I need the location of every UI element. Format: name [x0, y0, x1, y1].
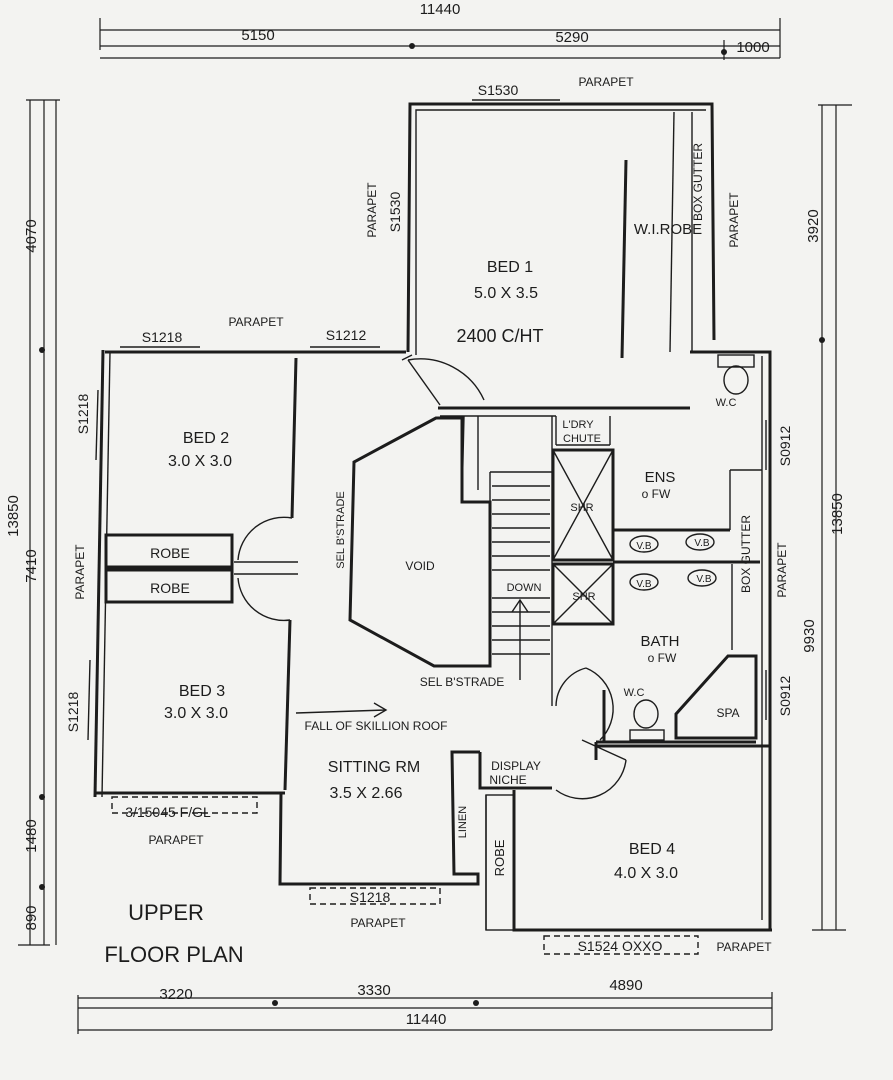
robe-label-1: ROBE	[150, 545, 190, 561]
parapet-label-1: PARAPET	[578, 75, 634, 89]
bed4-name: BED 4	[629, 841, 675, 858]
spa-label: SPA	[716, 706, 739, 720]
window-s1218-top: S1218	[142, 329, 183, 345]
ensuite-floor: o FW	[642, 487, 671, 501]
robe-label-3: ROBE	[492, 839, 507, 876]
left-dimension-3: 1480	[23, 819, 40, 852]
right-dimension-1: 3920	[805, 209, 822, 242]
vanity-label-1: V.B	[636, 541, 652, 552]
laundry-chute-label-2: CHUTE	[563, 433, 601, 445]
top-total-dimension: 11440	[420, 1, 461, 18]
bed2-name: BED 2	[183, 430, 229, 447]
shower-label-1: SHR	[570, 502, 593, 514]
left-dimension-1: 4070	[23, 219, 40, 252]
box-gutter-label-2: BOX GUTTER	[739, 515, 753, 593]
stair-treads	[492, 485, 550, 655]
stair-down-label: DOWN	[507, 582, 542, 594]
parapet-label-6: PARAPET	[775, 542, 789, 598]
plan-title: UPPER FLOOR PLAN	[104, 900, 243, 967]
sitting-room-name: SITTING RM	[328, 759, 420, 776]
shower-label-2: SHR	[572, 591, 595, 603]
box-gutter-label-1: BOX GUTTER	[691, 143, 705, 221]
roof-fall-label: FALL OF SKILLION ROOF	[305, 719, 448, 733]
parapet-label-3: PARAPET	[727, 192, 741, 248]
window-s1530-top: S1530	[478, 82, 519, 98]
bed4-size: 4.0 X 3.0	[614, 865, 678, 882]
wc-label-bath: W.C	[624, 687, 645, 699]
bottom-dimension-2: 3330	[357, 982, 390, 999]
top-dimension-2: 5290	[555, 29, 588, 46]
parapet-label-5: PARAPET	[73, 544, 87, 600]
parapet-label-8: PARAPET	[350, 916, 406, 930]
bed2-size: 3.0 X 3.0	[168, 453, 232, 470]
laundry-chute-label-1: L'DRY	[562, 419, 594, 431]
window-s0912-ensuite: S0912	[777, 426, 793, 467]
bath-floor: o FW	[648, 651, 677, 665]
right-total-dimension: 13850	[829, 493, 846, 535]
bath-name: BATH	[641, 633, 680, 650]
window-codes: S1530 S1530 S1218 S1212 S1218 S1218 S091…	[65, 82, 793, 954]
balustrade-label-1: SEL B'STRADE	[335, 491, 347, 569]
bottom-total-dimension: 11440	[406, 1011, 447, 1028]
vanity-label-4: V.B	[696, 574, 712, 585]
parapet-label-2: PARAPET	[365, 182, 379, 238]
walk-in-robe-label: W.I.ROBE	[634, 221, 702, 238]
bed3-size: 3.0 X 3.0	[164, 705, 228, 722]
bed3-name: BED 3	[179, 683, 225, 700]
window-s1218-left-lower: S1218	[65, 692, 81, 733]
sitting-room-size: 3.5 X 2.66	[330, 785, 403, 802]
wc-label-ensuite: W.C	[716, 397, 737, 409]
top-dimension-1: 5150	[241, 27, 274, 44]
linen-label: LINEN	[457, 806, 469, 838]
void-label: VOID	[405, 559, 435, 573]
right-dimension-2: 9930	[801, 619, 818, 652]
window-s1524: S1524 OXXO	[578, 938, 663, 954]
bottom-dimension-1: 3220	[159, 986, 192, 1003]
balustrade-label-2: SEL B'STRADE	[420, 675, 505, 689]
walls	[93, 102, 772, 932]
left-total-dimension: 13850	[5, 495, 22, 537]
window-symbols	[87, 99, 767, 955]
bed1-size: 5.0 X 3.5	[474, 285, 538, 302]
parapet-label-9: PARAPET	[716, 940, 772, 954]
dimension-lines	[18, 18, 852, 1034]
window-s1212: S1212	[326, 327, 367, 343]
bed1-name: BED 1	[487, 259, 533, 276]
ensuite-name: ENS	[645, 469, 676, 486]
title-line-1: UPPER	[128, 900, 204, 925]
top-dimension-3: 1000	[736, 39, 769, 56]
window-s0912-bath: S0912	[777, 676, 793, 717]
door-swings	[237, 358, 627, 800]
room-labels: BED 1 5.0 X 3.5 2400 C/HT W.I.ROBE BED 2…	[164, 221, 702, 882]
title-line-2: FLOOR PLAN	[104, 942, 243, 967]
robe-label-2: ROBE	[150, 580, 190, 596]
window-fixed-glass: 3/15045 F/GL	[125, 804, 211, 820]
annotations: PARAPET PARAPET PARAPET PARAPET PARAPET …	[73, 75, 789, 954]
parapet-label-7: PARAPET	[148, 833, 204, 847]
bottom-dimension-3: 4890	[609, 977, 642, 994]
left-dimension-4: 890	[23, 905, 40, 930]
vanity-label-3: V.B	[636, 579, 652, 590]
left-dimension-2: 7410	[23, 549, 40, 582]
roof-fall-arrow	[295, 709, 387, 714]
window-s1218-left-upper: S1218	[75, 394, 91, 435]
window-s1530-left: S1530	[387, 192, 403, 233]
fixture-labels: ROBE ROBE ROBE LINEN SHR SHR V.B V.B V.B…	[150, 143, 753, 877]
display-niche-label-2: NICHE	[489, 773, 526, 787]
display-niche-label-1: DISPLAY	[491, 759, 541, 773]
ceiling-height: 2400 C/HT	[456, 326, 543, 346]
parapet-label-4: PARAPET	[228, 315, 284, 329]
vanity-label-2: V.B	[694, 538, 710, 549]
window-s1218-sitting: S1218	[350, 889, 391, 905]
dimension-labels: 11440 5150 5290 1000 3220 3330 4890 1144…	[5, 1, 846, 1028]
